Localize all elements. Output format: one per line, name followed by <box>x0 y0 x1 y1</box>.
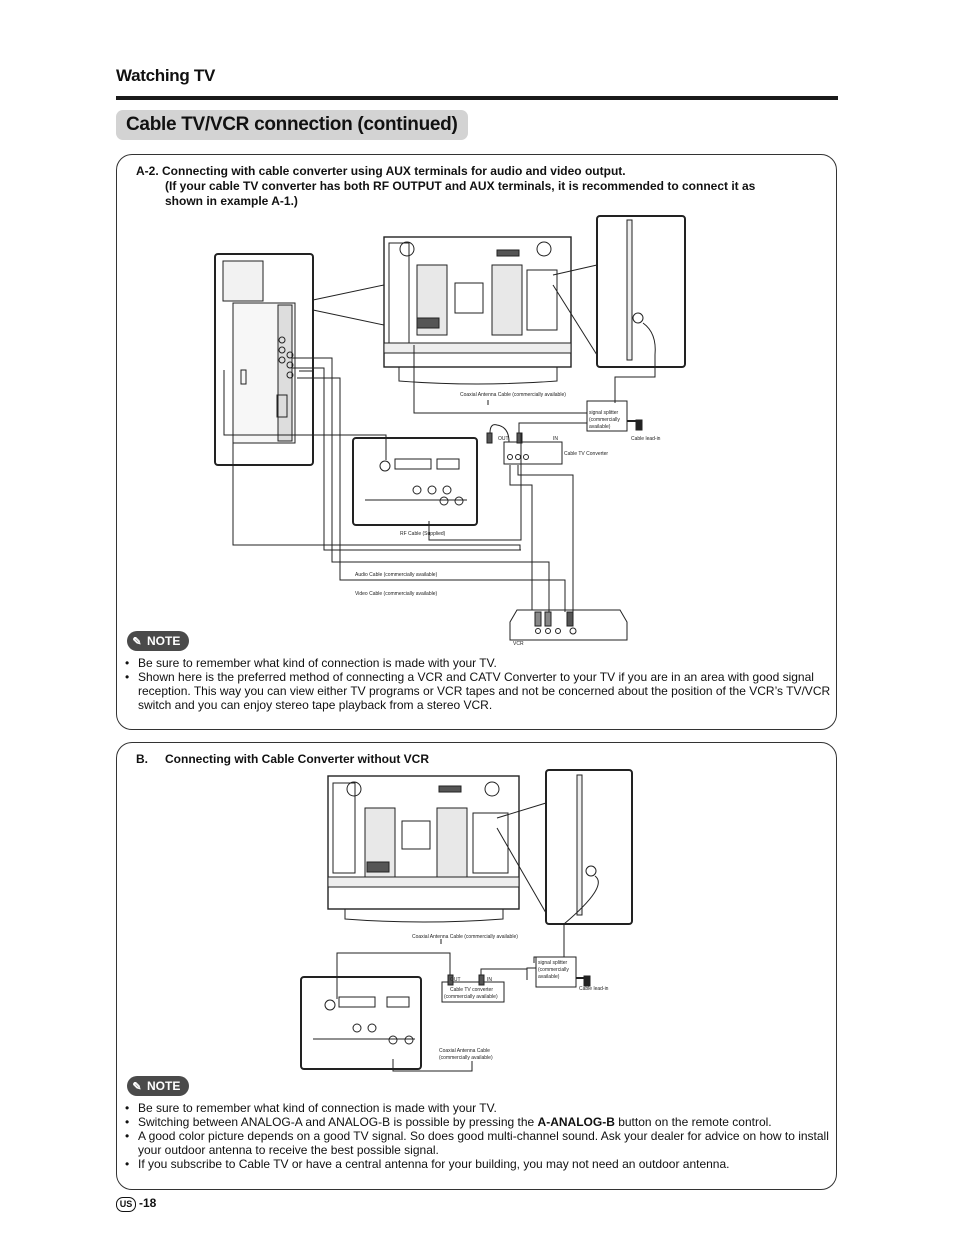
splitter-label-2: (commercially <box>538 967 569 973</box>
note-list-a: Be sure to remember what kind of connect… <box>125 656 831 712</box>
section-b-heading: B. Connecting with Cable Converter withou… <box>136 752 429 766</box>
note-list-b: Be sure to remember what kind of connect… <box>125 1101 831 1171</box>
splitter-label-3: available) <box>589 424 611 430</box>
note-item: A good color picture depends on a good T… <box>125 1129 831 1157</box>
note-item: Switching between ANALOG-A and ANALOG-B … <box>125 1115 831 1129</box>
cable-tv-converter-label: Cable TV Converter <box>564 451 608 457</box>
section-a-heading: A-2. Connecting with cable converter usi… <box>136 164 755 209</box>
page-title: Cable TV/VCR connection (continued) <box>116 110 468 140</box>
page-number-text: -18 <box>139 1196 157 1210</box>
note-text: Switching between ANALOG-A and ANALOG-B … <box>138 1115 538 1129</box>
signal-splitter-illustration <box>586 400 628 432</box>
tv-rear-illustration <box>383 236 572 385</box>
remote-button-name: A-ANALOG-B <box>537 1115 615 1129</box>
vcr-illustration <box>509 609 628 641</box>
rf-cable-label: RF Cable (Supplied) <box>400 531 446 537</box>
video-cable-label: Video Cable (commercially available) <box>355 591 438 597</box>
page-number: US-18 <box>116 1196 156 1212</box>
tv-right-side-illustration <box>596 215 686 368</box>
splitter-label-2: (commercially <box>589 417 620 423</box>
note-label: NOTE <box>147 1079 181 1093</box>
note-badge: ✎ NOTE <box>127 1076 189 1096</box>
section-title: Watching TV <box>116 66 216 85</box>
converter-in-label: IN <box>553 436 558 442</box>
connection-diagram-b: Coaxial Antenna Cable (commercially avai… <box>300 769 633 1072</box>
section-b-heading-prefix: B. <box>136 752 148 766</box>
section-b-heading-text: Connecting with Cable Converter without … <box>165 752 430 766</box>
section-a-heading-line3: shown in example A-1.) <box>165 194 298 208</box>
converter-label-2: (commercially available) <box>444 994 498 1000</box>
tv-rear-zoom-illustration <box>300 976 422 1070</box>
splitter-label-1: signal splitter <box>538 960 568 966</box>
note-item: Be sure to remember what kind of connect… <box>125 656 831 670</box>
splitter-label-1: signal splitter <box>589 410 619 416</box>
coax-cable-2-label-1: Coaxial Antenna Cable <box>439 1048 490 1054</box>
tv-side-panel-illustration <box>214 253 314 466</box>
coax-cable-label: Coaxial Antenna Cable (commercially avai… <box>460 392 566 398</box>
note-label: NOTE <box>147 634 181 648</box>
coax-cable-2-label-2: (commercially available) <box>439 1055 493 1061</box>
signal-splitter-illustration <box>535 956 577 988</box>
note-badge: ✎ NOTE <box>127 631 189 651</box>
cable-lead-in-label: Cable lead-in <box>631 436 661 442</box>
splitter-label-3: available) <box>538 974 560 980</box>
note-item: Shown here is the preferred method of co… <box>125 670 831 712</box>
section-b-panel: B. Connecting with Cable Converter withou… <box>116 742 837 1190</box>
note-item: Be sure to remember what kind of connect… <box>125 1101 831 1115</box>
pencil-icon: ✎ <box>132 1081 142 1093</box>
section-a-heading-line1: A-2. Connecting with cable converter usi… <box>136 164 626 178</box>
converter-label-1: Cable TV converter <box>450 987 493 993</box>
tv-right-side-illustration <box>545 769 633 925</box>
note-item: If you subscribe to Cable TV or have a c… <box>125 1157 831 1171</box>
cable-lead-in-label: Cable lead-in <box>579 986 609 992</box>
converter-out-label: OUT <box>498 436 509 442</box>
pencil-icon: ✎ <box>132 636 142 648</box>
us-region-badge: US <box>116 1197 136 1212</box>
coax-cable-label: Coaxial Antenna Cable (commercially avai… <box>412 934 518 940</box>
section-a-heading-line2: (If your cable TV converter has both RF … <box>165 179 756 193</box>
note-text: button on the remote control. <box>614 1115 772 1129</box>
cable-tv-converter-illustration <box>441 981 505 1003</box>
tv-rear-illustration <box>327 775 520 923</box>
section-a-panel: A-2. Connecting with cable converter usi… <box>116 154 837 730</box>
cable-tv-converter-illustration <box>503 441 563 465</box>
converter-in-label: IN <box>487 977 492 983</box>
vcr-rear-zoom-illustration <box>352 437 478 526</box>
vcr-label: VCR <box>513 641 524 647</box>
converter-out-label: OUT <box>450 977 461 983</box>
header-rule <box>116 96 838 100</box>
connection-diagram-a: Coaxial Antenna Cable (commercially avai… <box>214 215 686 647</box>
audio-cable-label: Audio Cable (commercially available) <box>355 572 438 578</box>
